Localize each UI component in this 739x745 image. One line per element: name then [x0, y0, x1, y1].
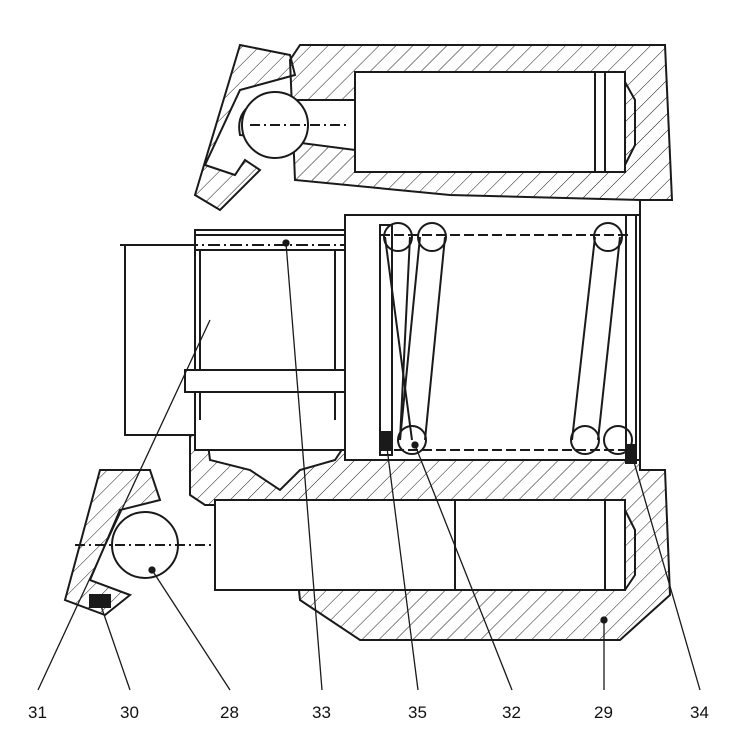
- label-33: 33: [312, 703, 331, 722]
- upper-piston: [238, 71, 636, 173]
- part-labels: 31 30 28 33 35 32 29 34: [28, 703, 709, 722]
- leader-lines: [37, 239, 701, 691]
- lower-ball-joint: [63, 469, 215, 617]
- label-32: 32: [502, 703, 521, 722]
- label-30: 30: [120, 703, 139, 722]
- label-29: 29: [594, 703, 613, 722]
- label-35: 35: [408, 703, 427, 722]
- upper-ball-joint: [193, 43, 350, 212]
- label-31: 31: [28, 703, 47, 722]
- label-28: 28: [220, 703, 239, 722]
- label-34: 34: [690, 703, 709, 722]
- lower-piston: [214, 499, 636, 591]
- spring-assembly: [344, 214, 641, 464]
- center-bore: [120, 229, 381, 451]
